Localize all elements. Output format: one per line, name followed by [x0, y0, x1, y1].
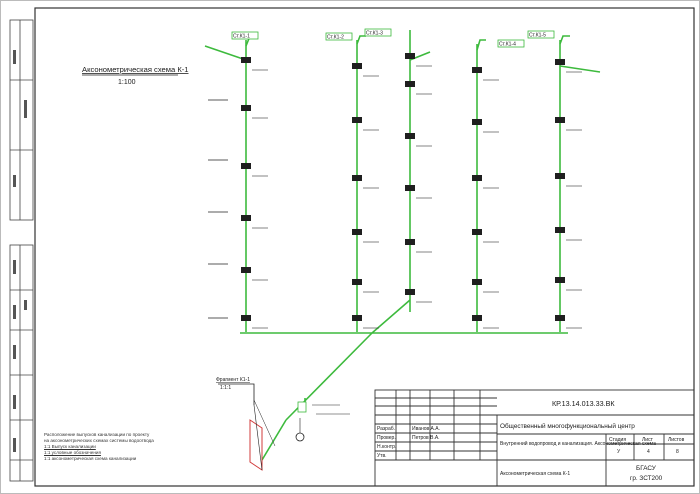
drawing-name: Аксонометрическая схема К-1 [500, 471, 570, 477]
fitting-riser-5-6 [555, 315, 565, 321]
fitting-riser-4-4 [472, 229, 482, 235]
role-approve: Утв. [377, 453, 387, 459]
sheet-name: Внутренний водопровод и канализация. Акс… [500, 440, 656, 447]
riser-5-top [559, 35, 570, 45]
general-notes: Расположение выпусков канализации по про… [44, 432, 212, 462]
fragment-scale: 1:1:1 [220, 385, 231, 391]
role-norm-control: Н.контр. [377, 444, 396, 450]
riser-tag-2: Ст.К1-2 [327, 35, 344, 41]
branch-top-c [559, 65, 601, 73]
fitting-riser-5-1 [555, 59, 565, 65]
riser-tag-3: Ст.К1-3 [366, 31, 383, 37]
org-line-1: БГАСУ [636, 465, 657, 472]
fitting-riser-1-6 [241, 315, 251, 321]
fitting-riser-1-3 [241, 163, 251, 169]
riser-tag-1: Ст.К1-1 [233, 34, 250, 40]
riser-tag-5: Ст.К1-5 [529, 33, 546, 39]
stage-value: У [617, 449, 621, 455]
fitting-riser-5-2 [555, 117, 565, 123]
fitting-riser-1-1 [241, 57, 251, 63]
note-line-3: 1:1 Выпуск канализации [44, 444, 96, 449]
fitting-riser-4-2 [472, 119, 482, 125]
fragment-callout: Фрагмент К1-1 1:1:1 [216, 377, 350, 471]
sheet-value: 4 [647, 449, 650, 455]
branch-top-a [204, 45, 247, 61]
fitting-riser-2-6 [352, 315, 362, 321]
binding-strip [9, 19, 34, 482]
outlet-diagonal-b [261, 419, 287, 461]
riser-2-top [356, 35, 366, 45]
fitting-riser-3-3 [405, 133, 415, 139]
stage-header: Стадия [609, 437, 626, 443]
fitting-riser-5-5 [555, 277, 565, 283]
fitting-riser-1-5 [241, 267, 251, 273]
drawing-frame [34, 7, 695, 487]
fitting-riser-5-3 [555, 173, 565, 179]
fitting-riser-4-3 [472, 175, 482, 181]
note-line-5: 1:1 аксонометрическая схема канализации [44, 456, 137, 461]
fitting-riser-2-3 [352, 175, 362, 181]
fitting-riser-3-2 [405, 81, 415, 87]
title-block-text: КР.13.14.013.33.ВК Общественный многофун… [377, 399, 685, 482]
note-line-1: Расположение выпусков канализации по про… [44, 432, 150, 437]
riser-tag-4: Ст.К1-4 [499, 42, 516, 48]
fitting-riser-1-4 [241, 215, 251, 221]
sheet-header: Лист [642, 437, 654, 443]
fitting-riser-3-6 [405, 289, 415, 295]
binding-strip-marks [13, 50, 27, 452]
project-name: Общественный многофункциональный центр [500, 422, 635, 430]
riser-tags: Ст.К1-1 Ст.К1-2 Ст.К1-3 Ст.К1-4 Ст.К1-5 [231, 28, 555, 48]
fitting-riser-5-4 [555, 227, 565, 233]
fragment-label: Фрагмент К1-1 [216, 377, 250, 383]
fitting-riser-4-1 [472, 67, 482, 73]
fitting-riser-2-2 [352, 117, 362, 123]
collector-riser-3 [371, 299, 411, 334]
fitting-riser-2-5 [352, 279, 362, 285]
riser-4-top [476, 39, 486, 51]
sheets-value: 8 [676, 449, 679, 455]
fitting-riser-4-5 [472, 279, 482, 285]
fitting-riser-3-4 [405, 185, 415, 191]
role-developer: Разраб. [377, 426, 395, 432]
person-1: Иванов А.А. [412, 426, 440, 432]
note-line-2: на аксонометрических схемах системы водо… [44, 438, 154, 443]
note-line-4: 1:1 условные обозначения [44, 450, 101, 455]
person-2: Петров В.А. [412, 435, 440, 441]
title-block [374, 389, 695, 487]
fitting-riser-2-1 [352, 63, 362, 69]
drawing-title: Аксонометрическая схема К-1 [82, 65, 189, 74]
fitting-riser-2-4 [352, 229, 362, 235]
fitting-riser-1-2 [241, 105, 251, 111]
document-code: КР.13.14.013.33.ВК [552, 399, 615, 408]
fitting-riser-4-6 [472, 315, 482, 321]
role-checker: Провер. [377, 435, 396, 441]
riser-fittings [208, 53, 582, 329]
org-line-2: гр. ЗСТ200 [630, 475, 663, 482]
fitting-riser-3-5 [405, 239, 415, 245]
sheets-header: Листов [668, 437, 685, 443]
fitting-riser-3-1 [405, 53, 415, 59]
drawing-scale: 1:100 [118, 79, 136, 86]
